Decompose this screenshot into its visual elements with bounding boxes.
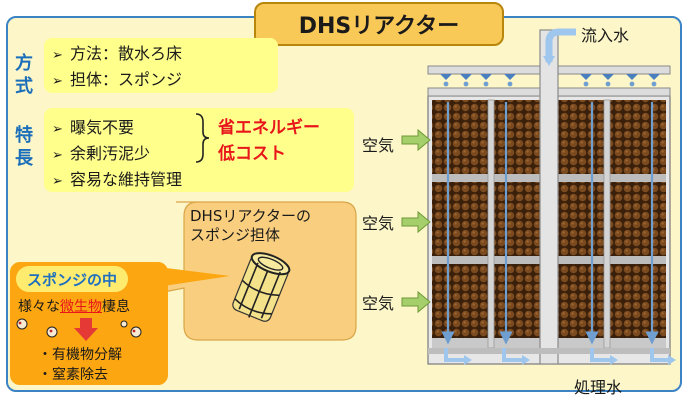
sponge-function-item: ・有機物分解 bbox=[38, 347, 122, 363]
method-label-char-1: 方 bbox=[15, 53, 33, 74]
carrier-caption-line2: スポンジ担体 bbox=[190, 226, 281, 244]
sponge-function-item: ・窒素除去 bbox=[38, 367, 108, 383]
features-label-char-2: 長 bbox=[15, 148, 33, 169]
features-label-char-1: 特 bbox=[15, 125, 33, 146]
feature-item: ➢ 容易な維持管理 bbox=[52, 166, 182, 190]
dhs-reactor-drawing bbox=[401, 28, 676, 365]
microbe-icons bbox=[16, 318, 142, 341]
bullet-arrow-icon: ➢ bbox=[52, 74, 63, 89]
bullet-arrow-icon: ➢ bbox=[52, 48, 63, 63]
feature-item: ➢ 余剰汚泥少 bbox=[52, 140, 150, 164]
method-item-text: 担体：スポンジ bbox=[70, 70, 183, 89]
feature-item-text: 容易な維持管理 bbox=[70, 170, 183, 189]
bullet-arrow-icon: ➢ bbox=[52, 122, 63, 137]
habitat-suffix: 棲息 bbox=[102, 299, 130, 315]
sponge-carrier-icon bbox=[232, 252, 291, 322]
sponge-inside-title: スポンジの中 bbox=[16, 266, 128, 292]
method-item-text: 方法：散水ろ床 bbox=[70, 44, 183, 63]
carrier-caption-line1: DHSリアクターの bbox=[190, 207, 312, 225]
method-box bbox=[44, 38, 278, 93]
diagram-title: DHSリアクター bbox=[254, 2, 504, 46]
callout-pointer bbox=[150, 266, 230, 288]
sponge-inside-panel: スポンジの中 bbox=[10, 262, 168, 385]
method-label-char-2: 式 bbox=[15, 76, 33, 97]
bullet-arrow-icon: ➢ bbox=[52, 174, 63, 189]
inflow-label: 流入水 bbox=[581, 26, 630, 45]
air-inlet-label: 空気 bbox=[362, 214, 395, 233]
outflow-label: 処理水 bbox=[574, 378, 623, 397]
highlight-energy-saving: 省エネルギー bbox=[218, 118, 320, 138]
method-item: ➢ 方法：散水ろ床 bbox=[52, 40, 182, 64]
feature-item-text: 曝気不要 bbox=[70, 118, 135, 137]
air-inlet-label: 空気 bbox=[362, 294, 395, 313]
brace-icon bbox=[195, 113, 210, 163]
feature-item: ➢ 曝気不要 bbox=[52, 114, 134, 138]
habitat-line: 様々な微生物棲息 bbox=[18, 296, 130, 316]
features-section-label: 特 長 bbox=[14, 124, 34, 170]
feature-item-text: 余剰汚泥少 bbox=[70, 144, 151, 163]
highlight-low-cost: 低コスト bbox=[218, 144, 286, 164]
air-inlet-label: 空気 bbox=[362, 136, 395, 155]
habitat-microorganism: 微生物 bbox=[60, 299, 102, 315]
habitat-prefix: 様々な bbox=[18, 299, 60, 315]
bullet-arrow-icon: ➢ bbox=[52, 148, 63, 163]
features-box bbox=[44, 108, 354, 192]
method-section-label: 方 式 bbox=[14, 52, 34, 98]
method-item: ➢ 担体：スポンジ bbox=[52, 66, 182, 90]
